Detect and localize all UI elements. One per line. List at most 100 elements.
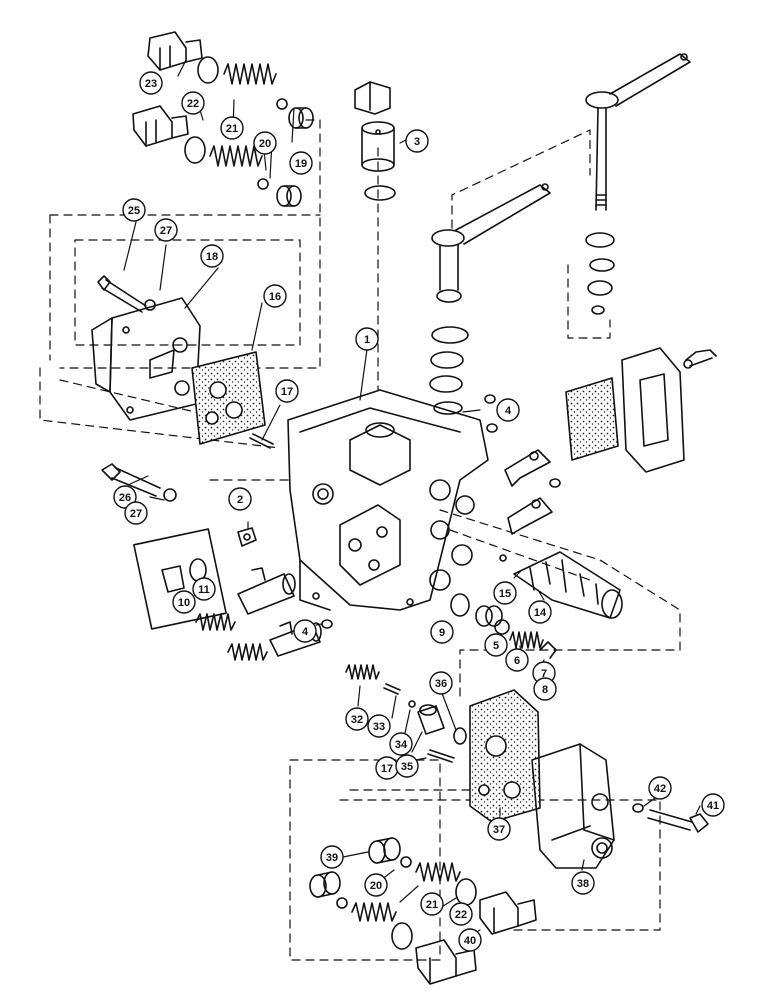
callout-number: 15: [499, 588, 511, 600]
callout-c14: 14: [528, 600, 552, 624]
callout-c38: 38: [571, 871, 595, 895]
callout-number: 38: [577, 878, 589, 890]
callout-circle: [528, 600, 552, 624]
right-gasket: [565, 377, 619, 461]
lever-bearing-left: [429, 326, 469, 415]
part-8-clip: [539, 641, 557, 659]
callout-c22a: 22: [181, 91, 205, 115]
callout-number: 17: [281, 386, 293, 398]
callout-number: 34: [395, 739, 408, 751]
callout-circle: [484, 633, 508, 657]
callout-circle: [458, 928, 482, 952]
left-spring-upper: [195, 613, 236, 631]
part-6-washer: [494, 619, 510, 635]
callout-layer: 1234456789101114151617171819202021212222…: [113, 71, 725, 952]
callout-c33: 33: [367, 714, 391, 738]
callout-number: 16: [269, 291, 281, 303]
left-spool-upper: [237, 567, 296, 615]
callout-number: 32: [351, 714, 363, 726]
right-cover-bolt: [683, 349, 717, 369]
callout-c4a: 4: [496, 398, 520, 422]
callout-circle: [420, 892, 444, 916]
callout-circle: [367, 714, 391, 738]
part-17-pin-upper: [249, 433, 274, 449]
callout-number: 18: [206, 251, 218, 263]
callout-c20b: 20: [364, 873, 388, 897]
callout-number: 9: [439, 627, 445, 639]
part-41-bolt: [647, 809, 709, 833]
callout-circle: [320, 845, 344, 869]
callout-circle: [228, 487, 252, 511]
callout-circle: [533, 677, 557, 701]
callout-circle: [571, 871, 595, 895]
callout-number: 23: [145, 78, 157, 90]
part-17-pin-lower: [427, 749, 455, 763]
callout-circle: [220, 116, 244, 140]
callout-circle: [449, 902, 473, 926]
part-1-valve-body: [287, 389, 489, 611]
callout-number: 20: [259, 138, 271, 150]
callout-number: 36: [435, 678, 447, 690]
callout-number: 14: [534, 607, 547, 619]
callout-c36: 36: [429, 671, 453, 695]
callout-c8: 8: [533, 677, 557, 701]
callout-number: 40: [464, 935, 476, 947]
callout-c27b: 27: [124, 501, 148, 525]
callout-c40: 40: [458, 928, 482, 952]
part-3-o-ring: [364, 185, 396, 201]
callout-c23: 23: [139, 71, 163, 95]
part-22-o-ring-lower-group-upper: [455, 878, 477, 906]
callout-circle: [154, 218, 178, 242]
part-4-screws-upper: [484, 394, 561, 488]
part-27-washer-lower: [163, 488, 177, 502]
callout-number: 35: [401, 761, 413, 773]
callout-c15: 15: [493, 581, 517, 605]
callout-circle: [648, 776, 672, 800]
cam-lever-lower: [507, 497, 553, 535]
callout-circle: [701, 793, 725, 817]
callout-number: 20: [370, 880, 382, 892]
callout-circle: [200, 244, 224, 268]
callout-circle: [389, 732, 413, 756]
callout-circle: [181, 91, 205, 115]
callout-circle: [487, 817, 511, 841]
callout-circle: [122, 198, 146, 222]
callout-c35: 35: [395, 754, 419, 778]
callout-number: 3: [414, 136, 420, 148]
part-20-ball-lower-group-lower: [336, 897, 348, 909]
part-9-o-ring: [450, 593, 470, 617]
part-39-seat-upper: [368, 837, 401, 864]
callout-number: 22: [187, 98, 199, 110]
callout-c21a: 21: [220, 116, 244, 140]
callout-circle: [253, 131, 277, 155]
lever-washers-right: [585, 232, 615, 315]
callout-circle: [505, 648, 529, 672]
callout-circle: [113, 485, 137, 509]
callout-circle: [263, 284, 287, 308]
part-36-o-ring: [453, 727, 467, 745]
callout-c18: 18: [200, 244, 224, 268]
callout-number: 22: [455, 909, 467, 921]
part-3-sleeve: [361, 121, 395, 172]
callout-c37: 37: [487, 817, 511, 841]
part-25-bolt: [97, 275, 147, 313]
assembly-guide-lines: [39, 119, 681, 961]
callout-circle: [355, 327, 379, 351]
callout-number: 1: [364, 334, 370, 346]
part-34-ball: [408, 700, 416, 708]
part-39-seat-lower: [309, 871, 341, 898]
callout-c19: 19: [289, 151, 313, 175]
callout-c20a: 20: [253, 131, 277, 155]
callout-c11: 11: [192, 577, 216, 601]
callout-number: 7: [541, 668, 547, 680]
part-19-seat-upper: [288, 107, 314, 129]
part-18-cover: [91, 297, 201, 421]
part-38-end-cover: [531, 743, 615, 869]
callout-number: 4: [505, 405, 512, 417]
callout-number: 27: [130, 508, 142, 520]
callout-c34: 34: [389, 732, 413, 756]
callout-c17b: 17: [375, 756, 399, 780]
part-5-seat: [475, 605, 503, 627]
callout-number: 27: [160, 225, 172, 237]
callout-circle: [429, 671, 453, 695]
